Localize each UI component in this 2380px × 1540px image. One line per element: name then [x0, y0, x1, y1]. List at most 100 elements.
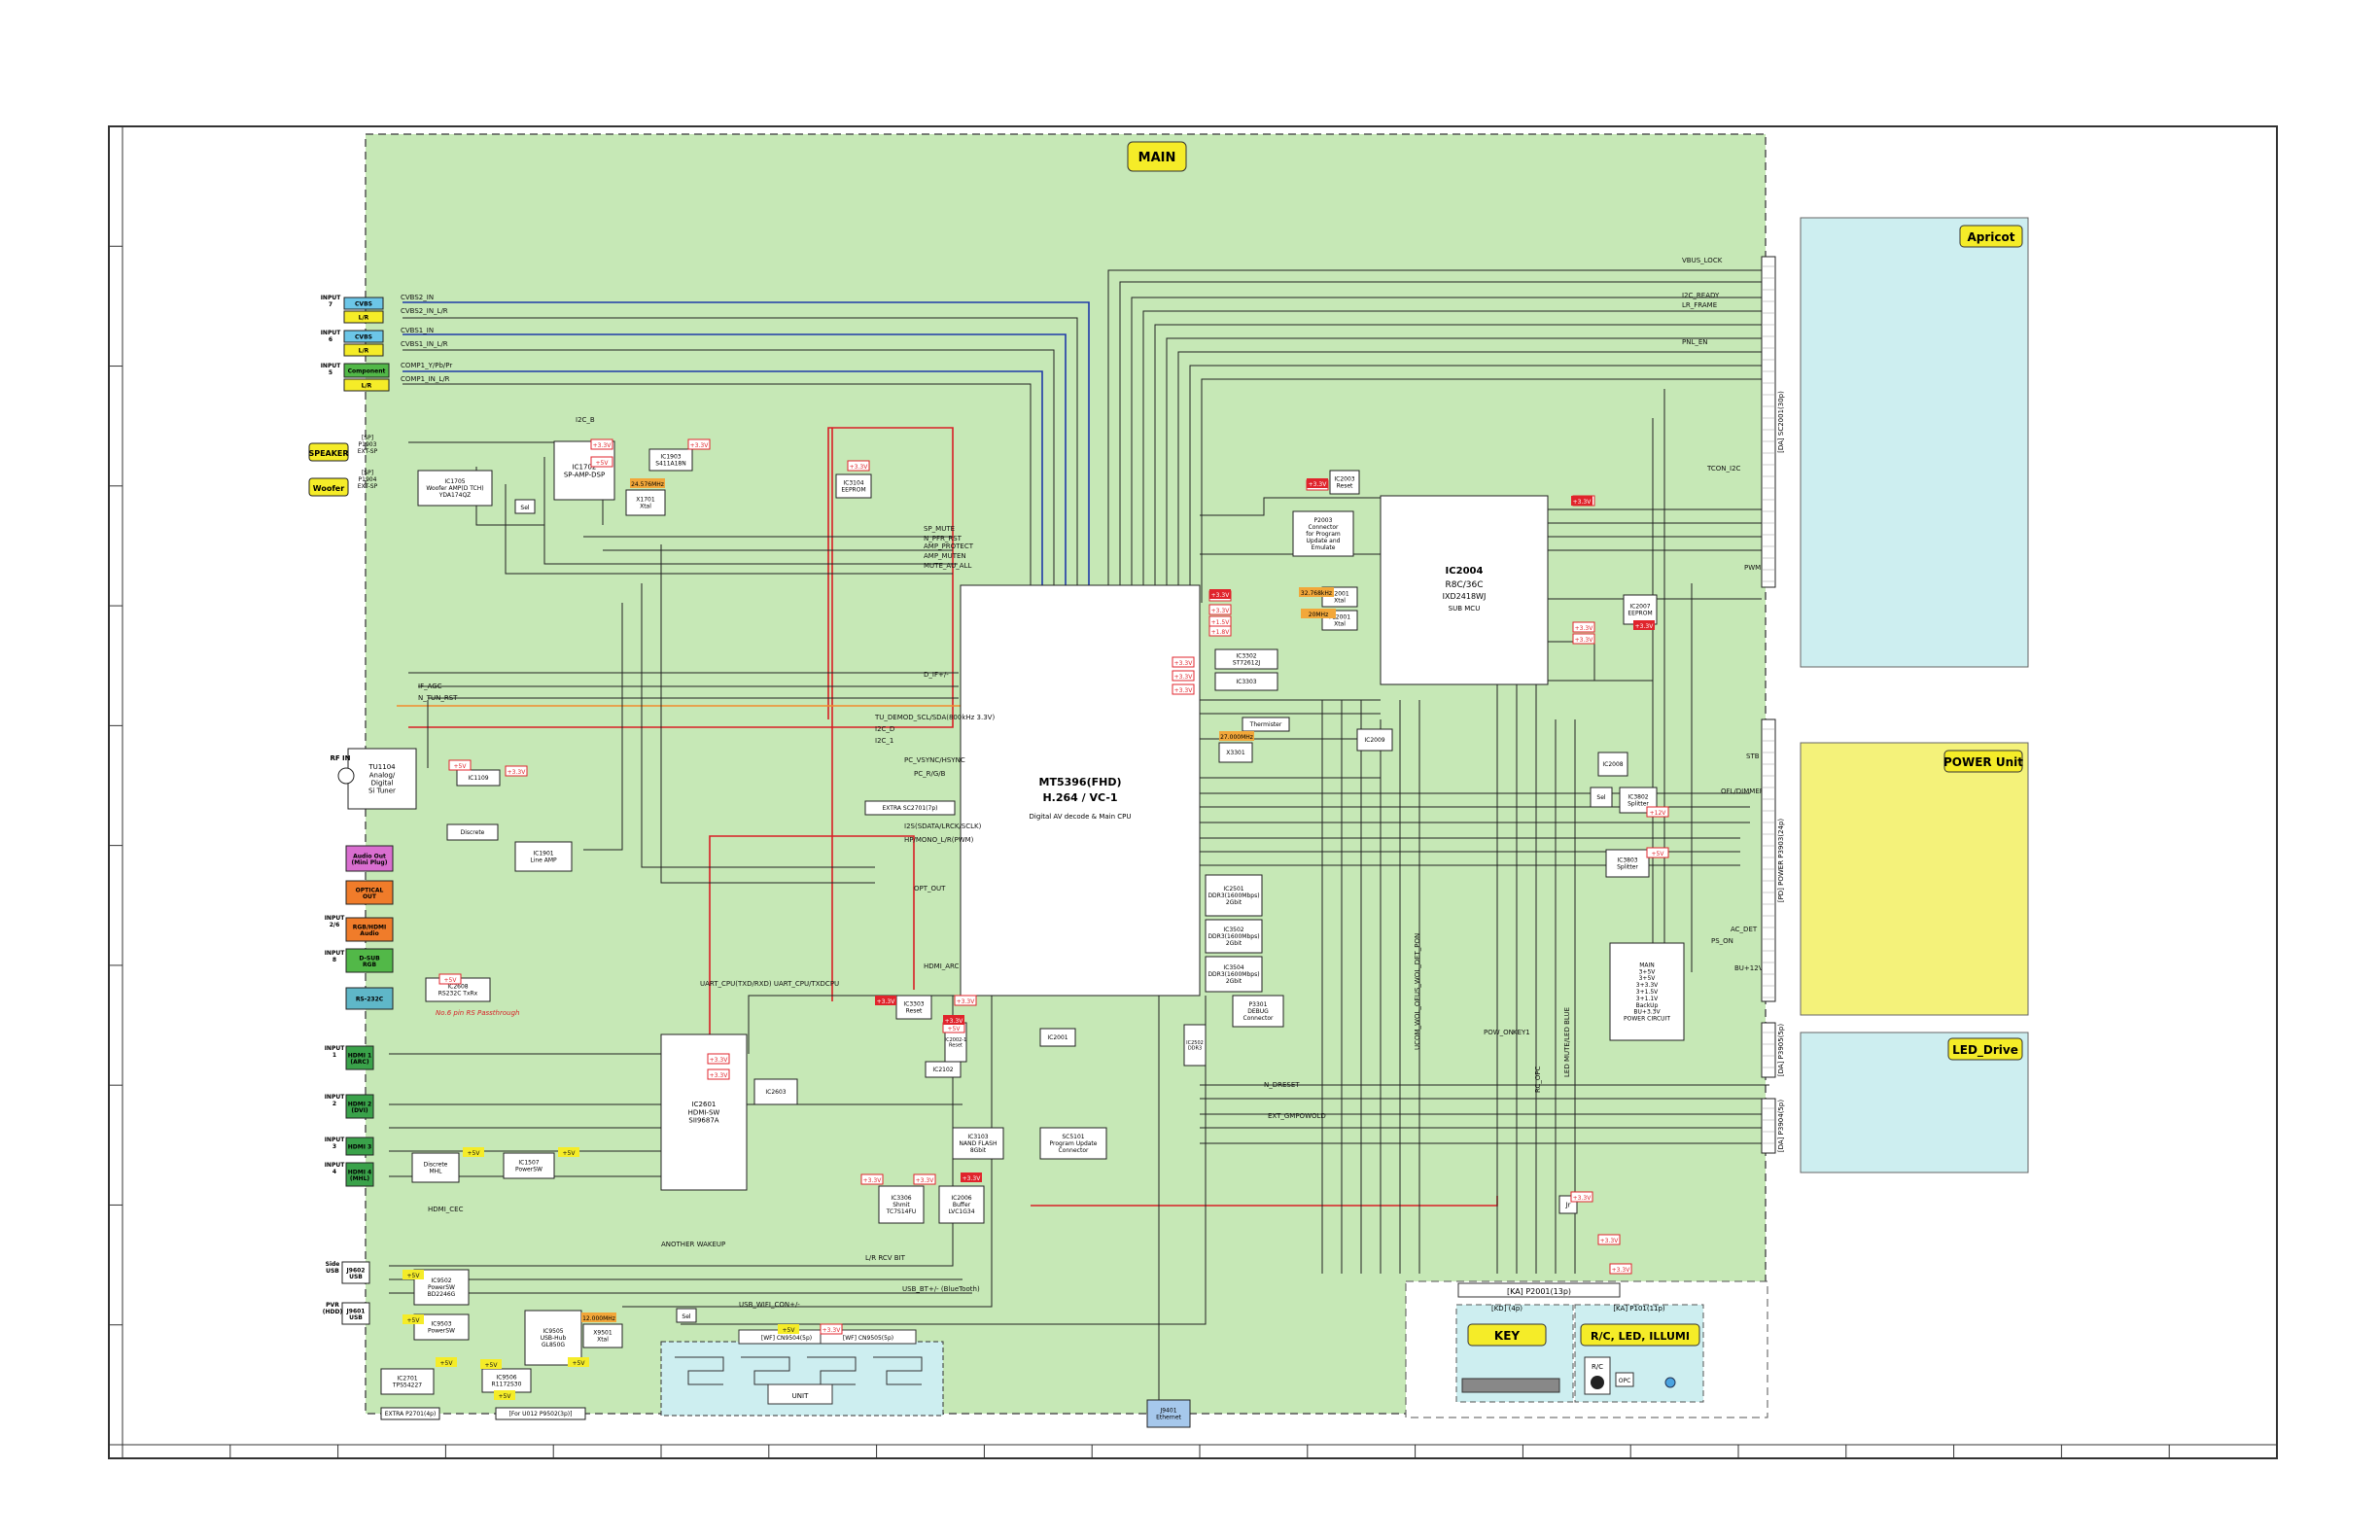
wire	[389, 996, 954, 1267]
signal-lr-frame: LR_FRAME	[1682, 301, 1717, 309]
wire	[1142, 310, 1762, 603]
freq-text: 20MHz	[1309, 612, 1328, 618]
sel-box: Sel	[676, 1308, 697, 1323]
block-text: IC1109	[468, 775, 488, 782]
wire	[641, 583, 875, 868]
opc-sensor	[1615, 1372, 1634, 1387]
connector-text: RS-232C	[356, 997, 384, 1003]
voltage-badge: +1.8V	[1208, 625, 1232, 637]
apricot-panel	[1800, 217, 2029, 668]
wire	[681, 996, 1207, 1325]
signal-n-pfr-rst: N_PFR_RST	[924, 535, 962, 542]
voltage-text: +5V	[573, 1360, 586, 1367]
signal-ofl-dimmer: OFL/DIMMER	[1721, 788, 1765, 795]
wire	[583, 603, 623, 851]
right-connector-p3904: [DA] P3904(5p)	[1761, 1098, 1785, 1154]
block-thermistor: Thermister	[1242, 717, 1290, 732]
voltage-badge: +3.3V	[1572, 633, 1595, 645]
rc-label-box	[1580, 1323, 1700, 1347]
voltage-badge: +5V	[568, 1357, 589, 1367]
connector-cvbs-a: CVBS	[343, 297, 384, 310]
connector-text: HDMI 3	[348, 1144, 371, 1151]
wire	[1119, 281, 1762, 603]
signal-bu-12v: BU+12V	[1734, 964, 1764, 972]
voltage-text: +3.3V	[945, 1018, 964, 1025]
signal-no6pin: No.6 pin RS Passthrough	[436, 1009, 519, 1017]
signal-cvbs1-lr: CVBS1_IN_L/R	[401, 340, 448, 348]
voltage-badge: +3.3V	[590, 438, 613, 450]
voltage-text: +3.3V	[1174, 674, 1194, 681]
signal-usb-wifi: USB_WIFI_CON+/-	[739, 1301, 800, 1309]
connector-hdmi4-mhl: HDMI 4(MHL)	[345, 1162, 374, 1187]
signal-ucom-wol: UCOM_WOL_OEUS_WOL_DET_PON	[1414, 933, 1421, 1050]
freq-x1701-freq: 24.576MHz	[630, 478, 665, 488]
signal-sp-mute: SP_MUTE	[924, 525, 955, 533]
wire	[1189, 365, 1762, 603]
voltage-badge-filled: +3.3V	[1209, 589, 1231, 599]
wire	[1200, 497, 1381, 516]
right-connector-p3905: [DA] P3905(5p)	[1761, 1022, 1785, 1078]
voltage-badge: +3.3V	[1172, 670, 1195, 682]
voltage-text: +3.3V	[1575, 625, 1594, 632]
block-text: EXTRA P2701(4p)	[385, 1411, 437, 1418]
rf-in-label: RF IN	[330, 754, 350, 762]
rc-label: R/C, LED, ILLUMI	[1591, 1330, 1690, 1343]
ic2004-subtitle: R8C/36C	[1445, 580, 1483, 590]
signal-comp1: COMP1_Y/Pb/Pr	[401, 362, 452, 369]
wire	[543, 457, 958, 565]
wire	[402, 301, 1090, 603]
block-extra-p2701: EXTRA P2701(4p)	[380, 1407, 440, 1420]
block-ic2009: IC2009	[1356, 728, 1393, 752]
sel-text: Sel	[682, 1313, 691, 1320]
voltage-badge: +3.3V	[505, 765, 528, 777]
wifi-unit-label: UNIT	[792, 1392, 809, 1400]
right-connector-label: [DA] P3904(5p)	[1777, 1100, 1785, 1152]
kd-connector: [KD] (4p)	[1491, 1305, 1522, 1312]
signal-hdmi-arc: HDMI_ARC	[924, 962, 960, 970]
wire	[402, 333, 1067, 603]
signal-pc-rgb: PC_R/G/B	[914, 770, 946, 778]
signal-tcon-i2c: TCON_I2C	[1706, 465, 1741, 472]
connector-text: HDMI 1(ARC)	[348, 1052, 371, 1066]
connector-text: HDMI 2(DVI)	[348, 1101, 371, 1114]
block-text: [For U012 P9502(3p)]	[509, 1411, 573, 1418]
wire	[408, 427, 954, 728]
connector-lr-b: L/R	[343, 343, 384, 357]
voltage-text: +3.3V	[690, 442, 710, 449]
connector-hdmi3: HDMI 3	[345, 1137, 374, 1156]
block-ic2004	[1380, 495, 1549, 685]
voltage-badge: +5V	[438, 973, 462, 985]
voltage-text: +3.3V	[1575, 637, 1594, 644]
signal-cvbs2-lr: CVBS2_IN_L/R	[401, 307, 448, 315]
voltage-text: +3.3V	[1174, 687, 1194, 694]
